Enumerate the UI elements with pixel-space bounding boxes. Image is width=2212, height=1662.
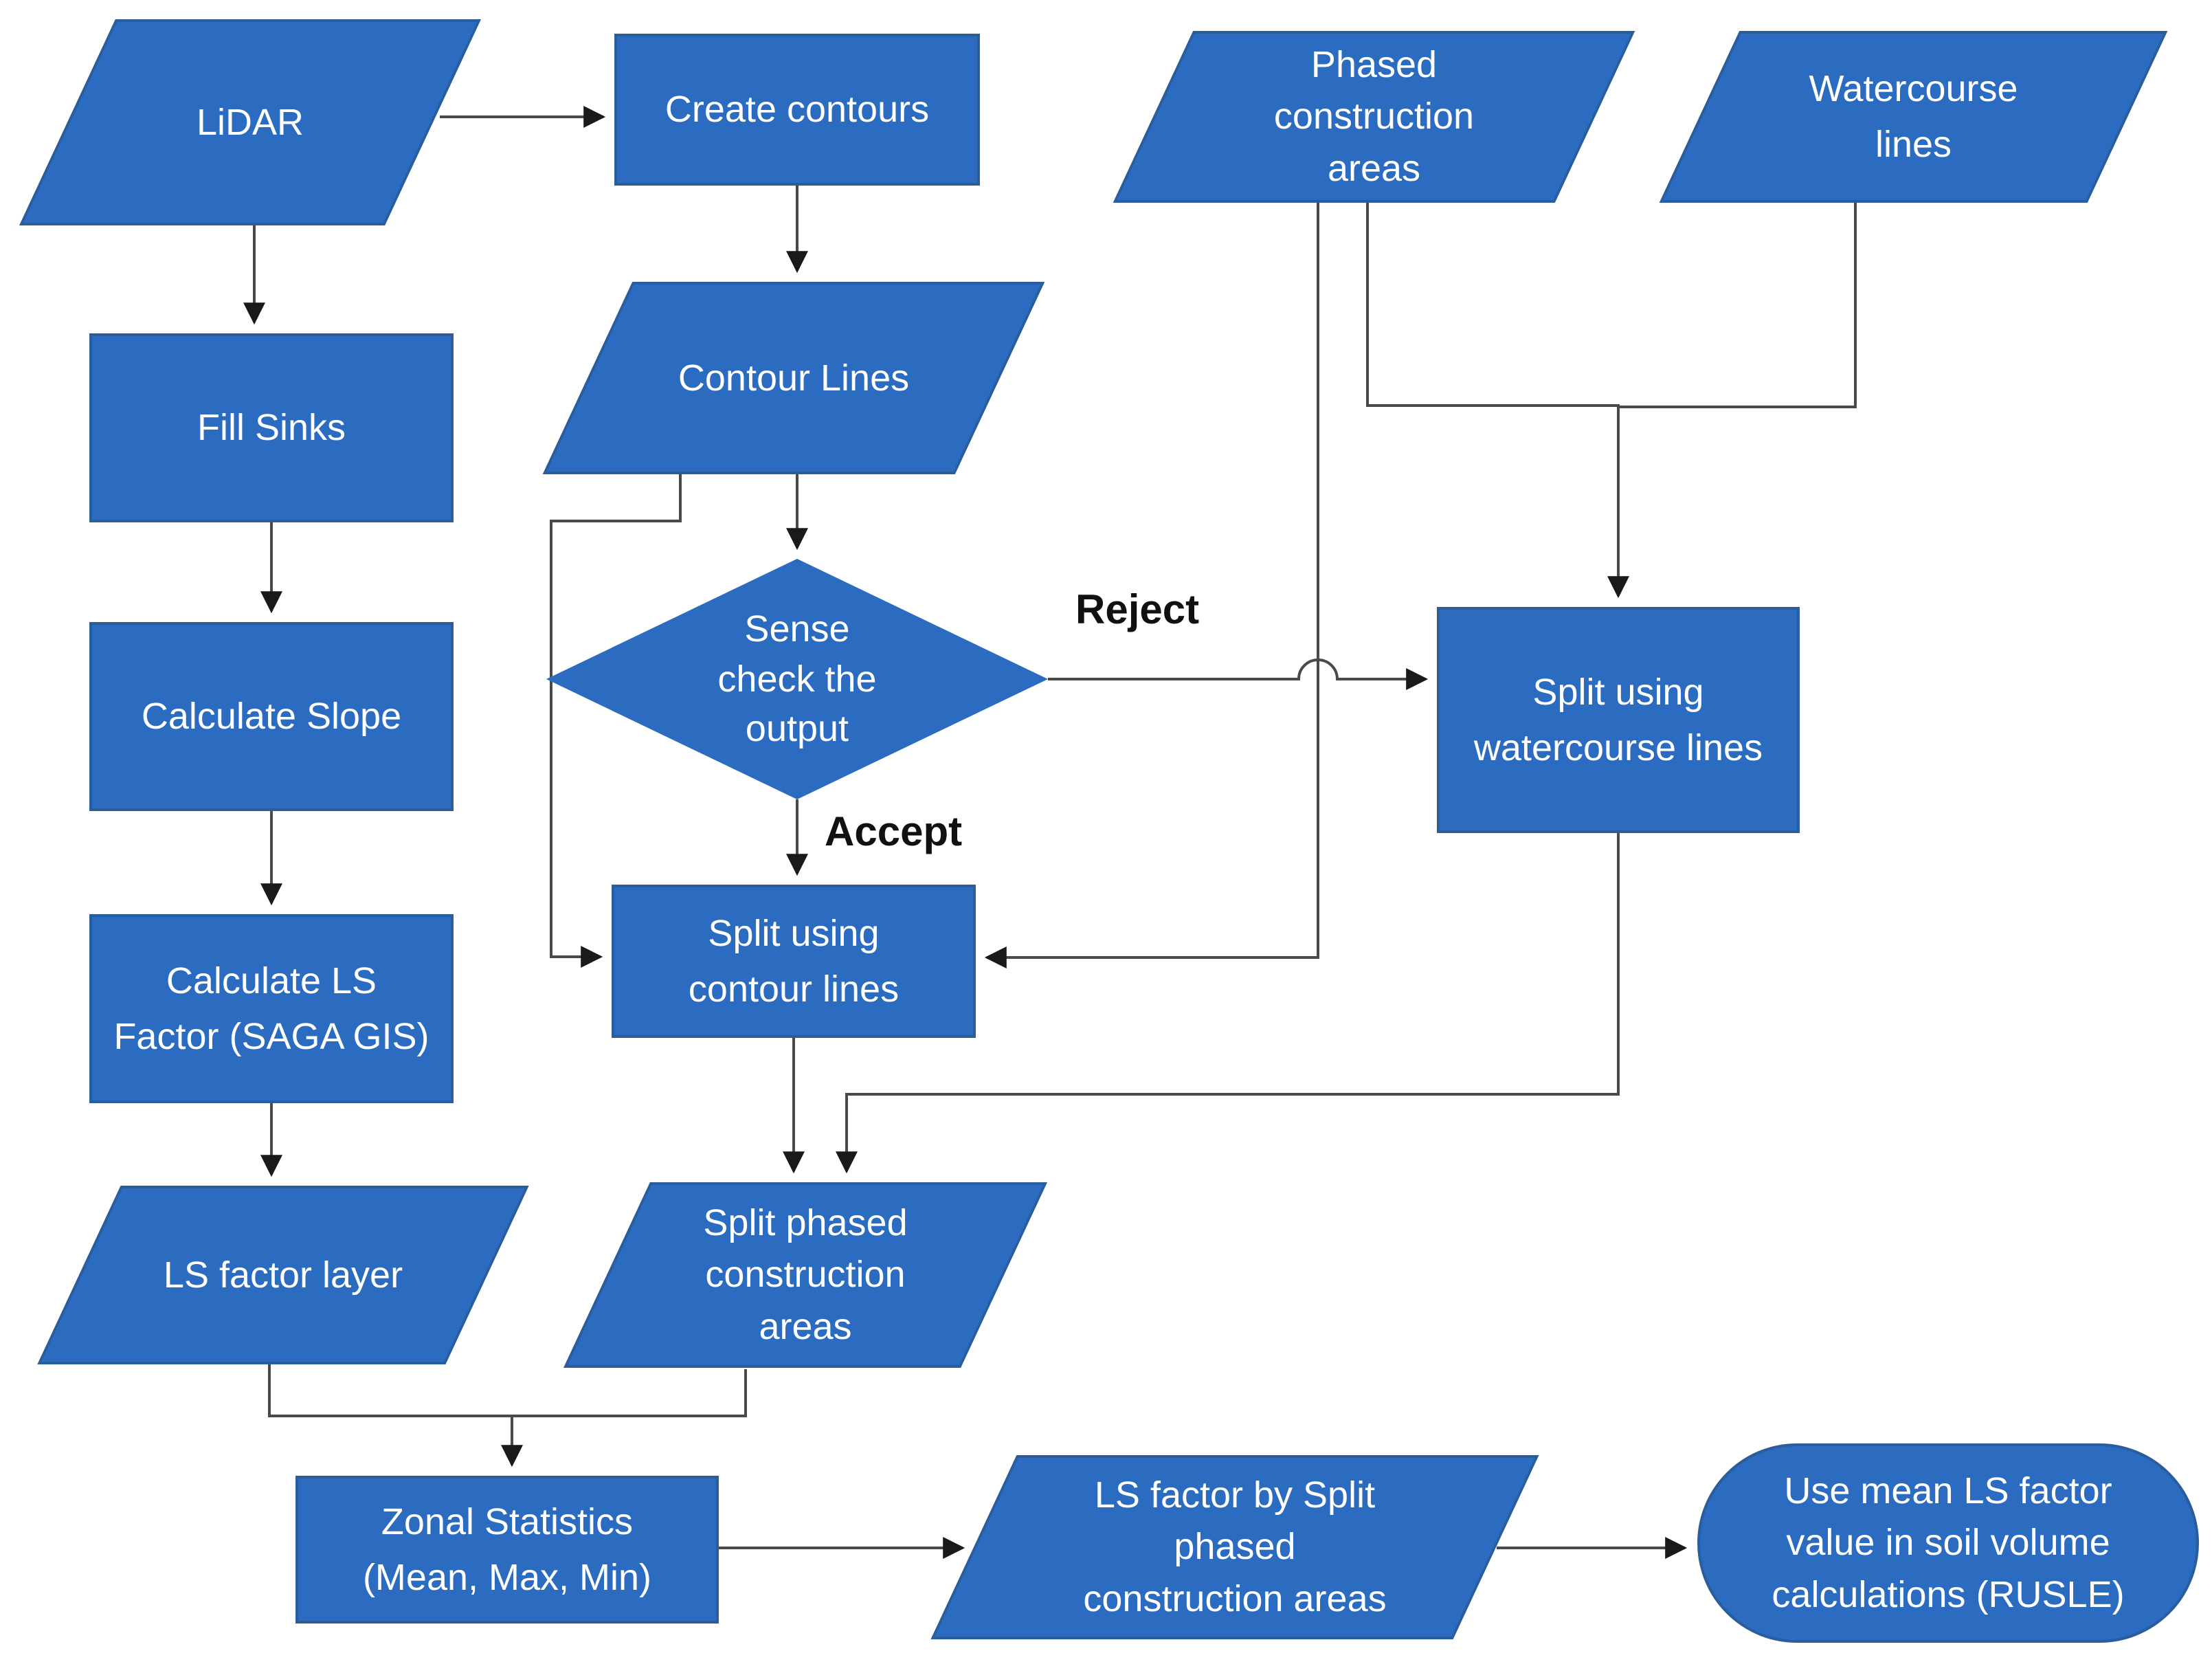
node-create-contours: Create contours <box>614 34 980 186</box>
node-split-using-contour-lines: Split using contour lines <box>612 885 976 1038</box>
edge-label-reject: Reject <box>1075 586 1200 632</box>
edge-reject-to-split-watercourse <box>1048 658 1429 690</box>
node-fill-sinks: Fill Sinks <box>89 333 454 522</box>
node-ls-factor-layer: LS factor layer <box>79 1186 487 1364</box>
edge-phased-to-split-watercourse <box>1366 203 1629 599</box>
node-zonal-statistics: Zonal Statistics (Mean, Max, Min) <box>295 1476 719 1624</box>
edge-merge-ls-layer-and-split-phased <box>268 1363 747 1417</box>
edge-contour-lines-to-split-contour <box>550 474 682 968</box>
edge-split-watercourse-to-split-phased <box>836 833 1620 1174</box>
node-phased-construction-areas: Phased construction areas <box>1153 31 1595 203</box>
node-watercourse-lines: Watercourse lines <box>1699 31 2127 203</box>
node-calculate-slope: Calculate Slope <box>89 622 454 811</box>
node-lidar: LiDAR <box>67 19 433 225</box>
node-calculate-ls-factor: Calculate LS Factor (SAGA GIS) <box>89 914 454 1103</box>
edge-label-accept: Accept <box>825 808 963 854</box>
edge-watercourse-to-junction <box>1620 203 1857 408</box>
edge-phased-to-split-contour <box>984 203 1319 968</box>
node-split-using-watercourse-lines: Split using watercourse lines <box>1437 607 1800 833</box>
node-contour-lines: Contour Lines <box>588 282 1000 474</box>
node-ls-factor-by-split: LS factor by Split phased construction a… <box>974 1455 1496 1639</box>
node-use-mean-ls-factor-rusle: Use mean LS factor value in soil volume … <box>1697 1443 2199 1643</box>
node-split-phased-construction-areas: Split phased construction areas <box>607 1182 1004 1368</box>
